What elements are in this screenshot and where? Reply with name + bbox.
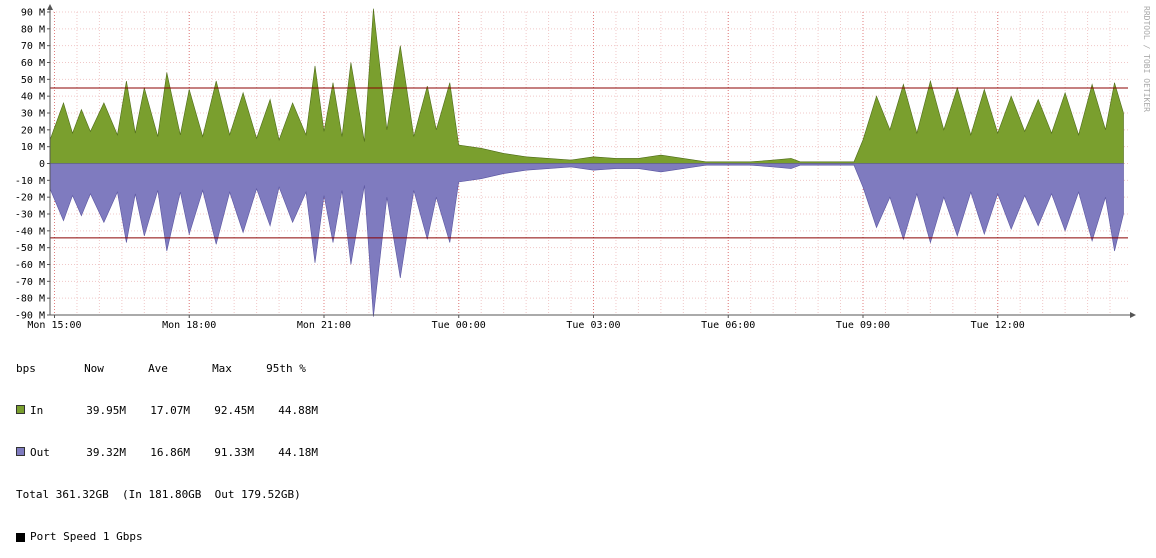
legend-port-speed-row: Port Speed 1 Gbps bbox=[16, 530, 318, 544]
x-tick-label: Tue 03:00 bbox=[566, 320, 620, 331]
legend-header-95th: 95th % bbox=[266, 362, 306, 375]
legend-out-95th: 44.18M bbox=[278, 446, 318, 459]
y-tick-label: -40 M bbox=[15, 226, 45, 237]
y-axis-arrow bbox=[47, 4, 53, 10]
x-tick-label: Mon 21:00 bbox=[297, 320, 351, 331]
y-tick-label: 80 M bbox=[21, 24, 45, 35]
series-areas bbox=[49, 8, 1124, 317]
legend-row-in: In 39.95M 17.07M 92.45M 44.88M bbox=[16, 404, 318, 418]
legend-total: Total 361.32GB (In 181.80GB Out 179.52GB… bbox=[16, 488, 301, 501]
y-tick-label: -10 M bbox=[15, 176, 45, 187]
y-tick-label: 30 M bbox=[21, 109, 45, 120]
legend-out-ave: 16.86M bbox=[150, 446, 190, 459]
x-tick-label: Tue 00:00 bbox=[432, 320, 486, 331]
legend-in-ave: 17.07M bbox=[150, 404, 190, 417]
legend-port-speed: Port Speed 1 Gbps bbox=[30, 530, 143, 543]
legend-header-now: Now bbox=[84, 362, 104, 375]
axes bbox=[47, 4, 1136, 318]
y-tick-label: 40 M bbox=[21, 92, 45, 103]
y-tick-label: 10 M bbox=[21, 142, 45, 153]
legend-swatch-in bbox=[16, 405, 25, 414]
y-tick-label: 20 M bbox=[21, 125, 45, 136]
legend-in-now: 39.95M bbox=[86, 404, 126, 417]
legend: bps Now Ave Max 95th % In 39.95M 17.07M … bbox=[16, 334, 318, 558]
y-tick-label: 0 bbox=[39, 159, 45, 170]
x-tick-label: Tue 12:00 bbox=[971, 320, 1025, 331]
y-tick-label: 60 M bbox=[21, 58, 45, 69]
legend-in-95th: 44.88M bbox=[278, 404, 318, 417]
legend-swatch-out bbox=[16, 447, 25, 456]
rrdtool-watermark: RRDTOOL / TOBI OETIKER bbox=[1142, 6, 1151, 112]
x-tick-labels: Mon 15:00 Mon 18:00 Mon 21:00 Tue 00:00 Tue … bbox=[27, 320, 1024, 331]
legend-label-out: Out bbox=[30, 446, 50, 459]
y-tick-label: -90 M bbox=[15, 311, 45, 322]
y-tick-label: -80 M bbox=[15, 294, 45, 305]
x-tick-label: Mon 15:00 bbox=[27, 320, 81, 331]
x-tick-label: Tue 06:00 bbox=[701, 320, 755, 331]
y-tick-label: -60 M bbox=[15, 260, 45, 271]
series-area-out bbox=[49, 163, 1124, 317]
y-tick-label: 90 M bbox=[21, 8, 45, 19]
y-tick-label: 50 M bbox=[21, 75, 45, 86]
x-axis-arrow bbox=[1130, 312, 1136, 318]
port-speed-swatch bbox=[16, 532, 25, 542]
legend-header-max: Max bbox=[212, 362, 232, 375]
y-tick-label: -20 M bbox=[15, 193, 45, 204]
x-tick-label: Tue 09:00 bbox=[836, 320, 890, 331]
legend-header-unit: bps bbox=[16, 362, 36, 375]
legend-out-now: 39.32M bbox=[86, 446, 126, 459]
y-tick-label: 70 M bbox=[21, 41, 45, 52]
legend-in-max: 92.45M bbox=[214, 404, 254, 417]
x-tick-label: Mon 18:00 bbox=[162, 320, 216, 331]
percentile-lines bbox=[50, 87, 1128, 239]
y-tick-label: -30 M bbox=[15, 210, 45, 221]
traffic-chart: 90 M 80 M 70 M 60 M 50 M 40 M 30 M 20 M 10 M 0 -10… bbox=[15, 4, 1151, 331]
y-tick-label: -70 M bbox=[15, 277, 45, 288]
series-area-in bbox=[49, 8, 1124, 164]
y-tick-label: -50 M bbox=[15, 243, 45, 254]
legend-header-ave: Ave bbox=[148, 362, 168, 375]
legend-row-out: Out 39.32M 16.86M 91.33M 44.18M bbox=[16, 446, 318, 460]
y-tick-labels: 90 M 80 M 70 M 60 M 50 M 40 M 30 M 20 M 10 M 0 -10… bbox=[15, 8, 45, 322]
legend-header: bps Now Ave Max 95th % bbox=[16, 362, 318, 376]
legend-out-max: 91.33M bbox=[214, 446, 254, 459]
grid bbox=[50, 11, 1128, 316]
